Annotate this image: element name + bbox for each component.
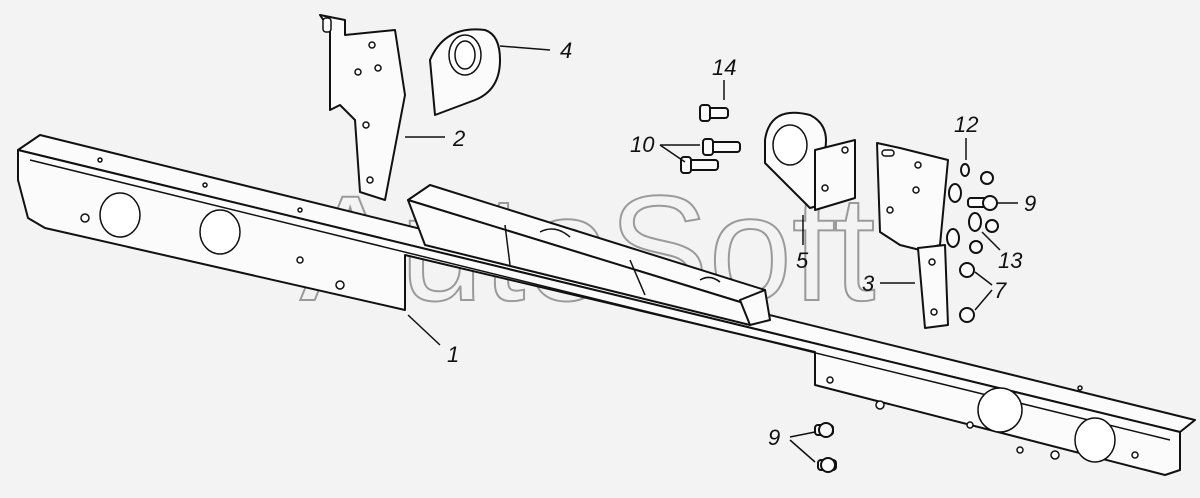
callout-10: 10 [630, 132, 655, 157]
callout-5: 5 [796, 248, 809, 273]
leader-lines [405, 45, 1018, 463]
callout-9-upper: 9 [1024, 191, 1036, 216]
channel-insert [407, 184, 771, 326]
callout-13: 13 [998, 248, 1023, 273]
washer-12 [960, 163, 970, 177]
callout-4: 4 [560, 38, 572, 63]
nut-7b [959, 307, 975, 323]
bushing-part-4 [429, 28, 501, 116]
washer-13 [968, 212, 982, 232]
bushing-bracket-part-5 [764, 111, 856, 211]
fasteners [680, 104, 999, 473]
bolt-9-lower-a [814, 422, 834, 438]
callout-1: 1 [447, 342, 459, 367]
callout-7: 7 [994, 278, 1007, 303]
callout-2: 2 [452, 126, 465, 151]
callout-9-lower: 9 [768, 425, 780, 450]
bolt-14 [699, 104, 729, 122]
bolt-10a [702, 138, 741, 156]
nut [980, 171, 994, 185]
callout-14: 14 [712, 55, 736, 80]
callouts: 1 2 3 4 5 7 9 9 10 12 13 14 [447, 38, 1036, 450]
callout-3: 3 [862, 271, 875, 296]
bolt-10b [680, 156, 719, 174]
washer [948, 183, 962, 203]
bracket-part-2 [319, 14, 406, 201]
nut-7a [959, 262, 975, 278]
bolt-9-lower-b [817, 457, 837, 473]
callout-12: 12 [954, 112, 978, 137]
bolt-9 [967, 195, 998, 211]
bracket-part-3 [876, 142, 949, 329]
